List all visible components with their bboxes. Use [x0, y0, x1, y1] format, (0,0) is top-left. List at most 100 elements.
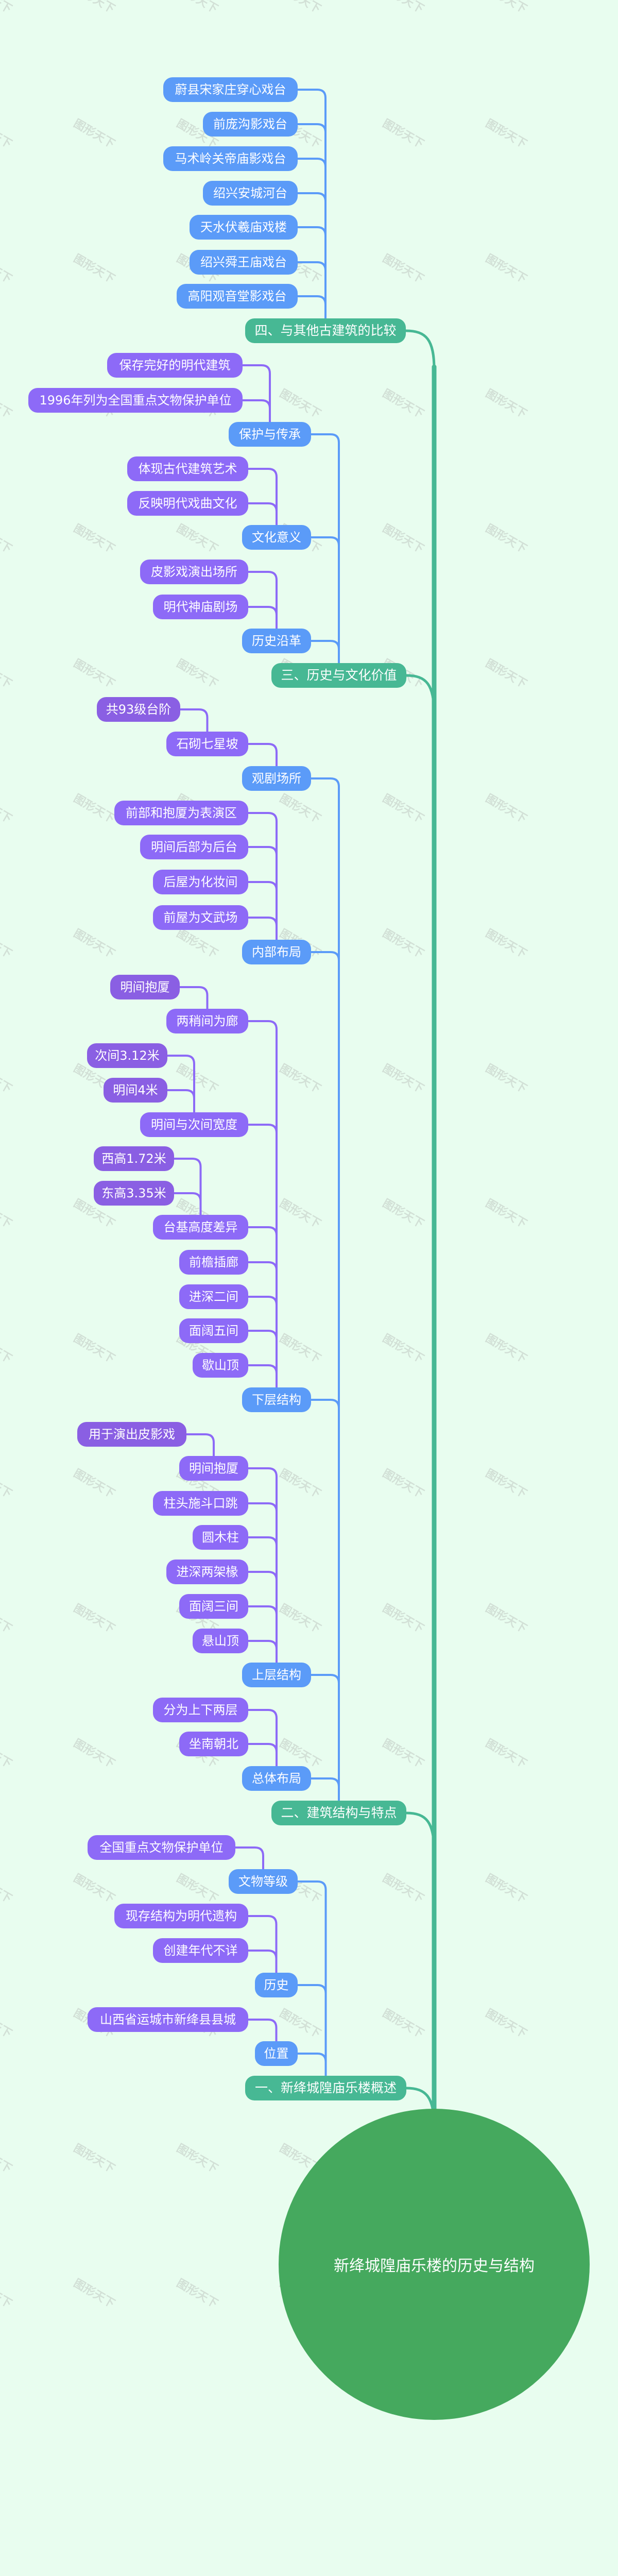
connector-line [247, 881, 278, 942]
topic-node[interactable]: 文物等级 [229, 1869, 298, 1894]
subtopic-node[interactable]: 后屋为化妆间 [153, 870, 248, 894]
connector-line [247, 1915, 278, 1975]
connector-line [173, 1158, 202, 1217]
subtopic-node[interactable]: 悬山顶 [193, 1629, 248, 1653]
subtopic-node[interactable]: 明代神庙剧场 [153, 595, 248, 619]
detail-node[interactable]: 西高1.72米 [94, 1146, 174, 1171]
topic-node[interactable]: 前庞沟影戏台 [203, 112, 298, 137]
subtopic-node[interactable]: 进深二间 [179, 1284, 248, 1309]
topic-node[interactable]: 绍兴安城河台 [203, 181, 298, 206]
connector-line [242, 399, 271, 424]
subtopic-node[interactable]: 皮影戏演出场所 [140, 560, 248, 584]
connector-line [310, 640, 340, 665]
connector-line [166, 1089, 195, 1114]
connector-line [247, 1536, 278, 1665]
subtopic-node[interactable]: 分为上下两层 [153, 1698, 248, 1722]
connector-line [247, 1020, 278, 1389]
connector-line [179, 708, 209, 734]
connector-line [247, 1226, 278, 1389]
connector-line [247, 1640, 278, 1665]
subtopic-node[interactable]: 两稍间为廊 [166, 1009, 248, 1033]
connector-line [297, 226, 327, 320]
connector-line [297, 295, 327, 320]
topic-node[interactable]: 上层结构 [242, 1663, 311, 1687]
subtopic-node[interactable]: 现存结构为明代遗构 [114, 1904, 248, 1928]
connector-line [247, 812, 278, 942]
connector-line [247, 1709, 278, 1768]
topic-node[interactable]: 马术岭关帝庙影戏台 [163, 146, 298, 171]
section-node-structure[interactable]: 二、建筑结构与特点 [271, 1801, 406, 1825]
subtopic-node[interactable]: 反映明代戏曲文化 [127, 491, 248, 516]
subtopic-node[interactable]: 前部和抱厦为表演区 [114, 801, 248, 825]
connector-line [310, 1674, 340, 1803]
topic-node[interactable]: 高阳观音堂影戏台 [177, 284, 298, 309]
subtopic-node[interactable]: 前屋为文武场 [153, 905, 248, 930]
connector-line [247, 743, 278, 768]
section-node-history-value[interactable]: 三、历史与文化价值 [271, 663, 406, 688]
subtopic-node[interactable]: 山西省运城市新绛县县城 [88, 2007, 248, 2032]
connector-line [247, 2019, 278, 2043]
connector-line [166, 1055, 195, 1114]
section-connector [405, 674, 436, 716]
subtopic-node[interactable]: 创建年代不详 [153, 1938, 248, 1963]
section-node-overview[interactable]: 一、新绛城隍庙乐楼概述 [245, 2076, 406, 2100]
connector-line [297, 2053, 327, 2078]
section-node-comparison[interactable]: 四、与其他古建筑的比较 [245, 318, 406, 343]
connector-line [297, 158, 327, 320]
detail-node[interactable]: 共93级台阶 [97, 697, 180, 722]
detail-node[interactable]: 明间4米 [104, 1078, 167, 1103]
connector-line [310, 951, 340, 1803]
topic-node[interactable]: 蔚县宋家庄穿心戏台 [163, 77, 298, 102]
subtopic-node[interactable]: 柱头施斗口跳 [153, 1491, 248, 1516]
connector-line [247, 502, 278, 527]
subtopic-node[interactable]: 前檐插廊 [179, 1250, 248, 1275]
topic-node[interactable]: 绍兴舜王庙戏台 [190, 250, 298, 275]
section-connector [404, 329, 436, 371]
subtopic-node[interactable]: 1996年列为全国重点文物保护单位 [28, 388, 243, 413]
topic-node[interactable]: 文化意义 [242, 525, 311, 550]
subtopic-node[interactable]: 面阔五间 [179, 1318, 248, 1343]
topic-node[interactable]: 下层结构 [242, 1387, 311, 1412]
subtopic-node[interactable]: 全国重点文物保护单位 [88, 1835, 235, 1860]
connector-line [247, 1364, 278, 1389]
topic-node[interactable]: 总体布局 [242, 1766, 311, 1791]
subtopic-node[interactable]: 明间与次间宽度 [140, 1112, 248, 1137]
topic-node[interactable]: 保护与传承 [229, 422, 311, 447]
subtopic-node[interactable]: 台基高度差异 [153, 1215, 248, 1240]
connector-line [247, 468, 278, 527]
detail-node[interactable]: 用于演出皮影戏 [77, 1422, 186, 1447]
connector-line [247, 1124, 278, 1389]
subtopic-node[interactable]: 面阔三间 [179, 1594, 248, 1619]
topic-node[interactable]: 历史 [255, 1973, 298, 1997]
topic-node[interactable]: 位置 [255, 2041, 298, 2066]
connector-line [297, 1984, 327, 2078]
topic-node[interactable]: 历史沿革 [242, 629, 311, 653]
connector-line [297, 89, 327, 320]
connector-line [185, 1433, 215, 1458]
topic-node[interactable]: 观剧场所 [242, 766, 311, 791]
root-node[interactable]: 新绛城隍庙乐楼的历史与结构 [279, 2109, 590, 2420]
connector-line [297, 261, 327, 320]
detail-node[interactable]: 明间抱厦 [110, 975, 180, 999]
subtopic-node[interactable]: 石砌七星坡 [166, 732, 248, 756]
subtopic-node[interactable]: 体现古代建筑艺术 [127, 456, 248, 481]
topic-node[interactable]: 天水伏羲庙戏楼 [190, 215, 298, 240]
connector-line [247, 1467, 278, 1665]
detail-node[interactable]: 次间3.12米 [87, 1043, 167, 1068]
connector-line [173, 1192, 202, 1217]
subtopic-node[interactable]: 明间后部为后台 [140, 835, 248, 859]
subtopic-node[interactable]: 圆木柱 [193, 1525, 248, 1550]
topic-node[interactable]: 内部布局 [242, 940, 311, 964]
subtopic-node[interactable]: 进深两架椽 [166, 1560, 248, 1584]
subtopic-node[interactable]: 歇山顶 [193, 1353, 248, 1378]
connector-line [310, 1777, 340, 1803]
connector-line [247, 1950, 278, 1975]
detail-node[interactable]: 东高3.35米 [94, 1181, 174, 1206]
connector-line [234, 1846, 264, 1871]
connector-line [247, 1743, 278, 1768]
connector-line [310, 777, 340, 1803]
subtopic-node[interactable]: 坐南朝北 [179, 1732, 248, 1756]
subtopic-node[interactable]: 明间抱厦 [179, 1456, 248, 1481]
connector-line [247, 917, 278, 942]
subtopic-node[interactable]: 保存完好的明代建筑 [107, 353, 243, 378]
